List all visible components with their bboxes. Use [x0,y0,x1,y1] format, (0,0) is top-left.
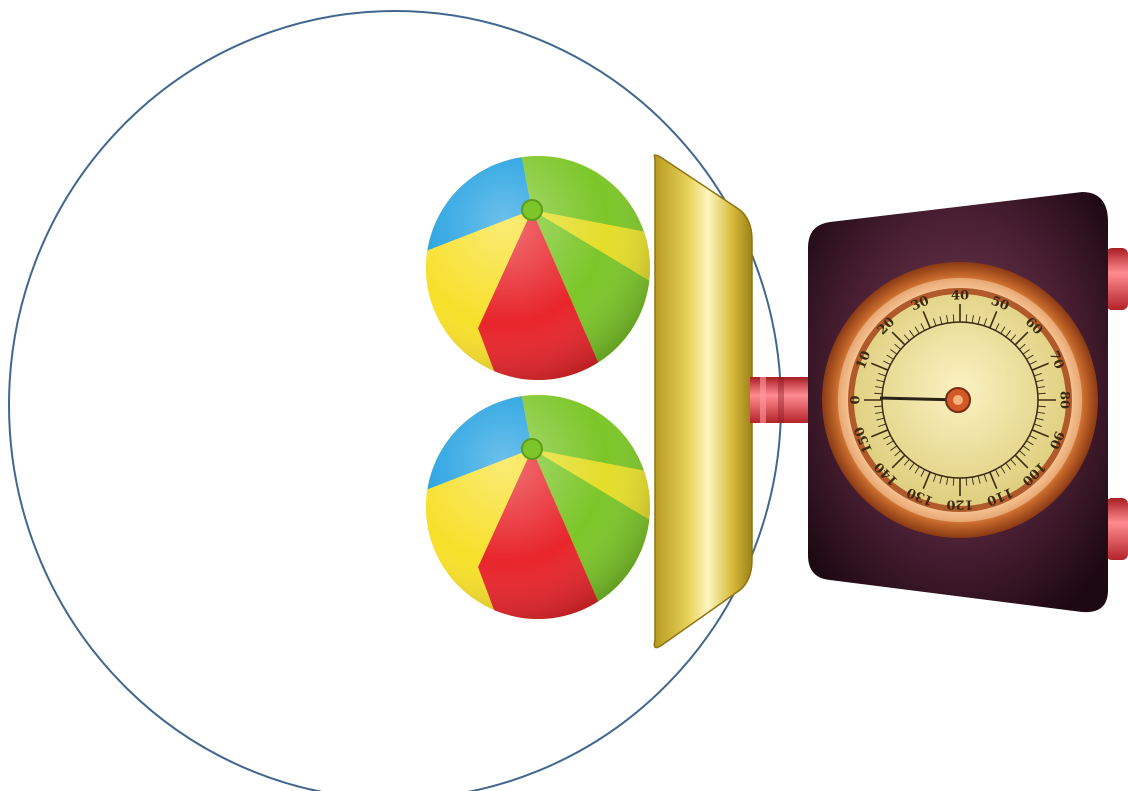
dial-minor-tick [952,314,955,323]
dial-minor-tick [876,417,885,421]
dial-minor-tick [1005,462,1011,470]
dial-minor-tick [995,323,1000,331]
dial-minor-tick [1035,379,1044,383]
dial-minor-tick [903,459,910,466]
dial-minor-tick [1035,417,1044,421]
beach-ball-icon [408,377,678,647]
dial-minor-tick [1026,440,1034,446]
dial-minor-tick [971,476,974,486]
dial-minor-tick [952,477,955,486]
dial-minor-tick [914,466,920,474]
dial-minor-tick [983,474,988,482]
dial-minor-tick [909,330,915,338]
dial-label: 40 [951,289,969,304]
dial-minor-tick [1000,466,1006,474]
dial-minor-tick [1037,405,1046,408]
dial-minor-tick [1019,343,1026,350]
dial-minor-tick [874,392,883,395]
dial-minor-tick [886,354,894,360]
dial-minor-tick [983,318,988,326]
scale-foot [1106,248,1128,310]
dial-minor-tick [932,474,937,482]
dial-minor-tick [1005,330,1011,338]
dial-major-tick [1031,362,1049,371]
dial-major-tick [989,471,998,489]
dial-minor-tick [1000,326,1006,334]
dial-label: 70 [1046,349,1067,371]
dial-label: 10 [854,349,875,371]
dial-minor-tick [971,314,974,324]
dial-label: 0 [849,395,864,404]
dial-minor-tick [946,314,949,324]
dial-minor-tick [1034,423,1042,428]
dial-label: 90 [1046,429,1067,451]
dial-label: 120 [946,497,973,512]
dial-minor-tick [878,423,886,428]
dial-minor-tick [883,360,891,365]
dial-minor-tick [977,475,981,484]
dial-minor-tick [1010,334,1017,341]
dial-minor-tick [874,411,884,414]
dial-major-tick [891,454,906,469]
dial-minor-tick [965,314,968,323]
dial-major-tick [989,311,998,329]
dial-minor-tick [883,435,891,440]
dial-minor-tick [1010,459,1017,466]
dial-minor-tick [876,379,885,383]
dial-major-tick [891,331,906,346]
dial-major-tick [1031,429,1049,438]
dial-major-tick [871,429,889,438]
dial-minor-tick [932,318,937,326]
scale-pan [653,154,753,649]
dial-minor-tick [946,476,949,486]
dial-minor-tick [965,477,968,486]
dial-minor-tick [1029,435,1037,440]
dial-minor-tick [894,450,901,457]
dial-minor-tick [939,475,943,484]
dial-minor-tick [890,445,898,451]
dial-minor-tick [995,469,1000,477]
dial-minor-tick [890,349,898,355]
dial-major-tick [1014,454,1029,469]
dial-minor-tick [886,440,894,446]
dial-minor-tick [939,316,943,325]
dial-minor-tick [1022,349,1030,355]
dial-minor-tick [874,386,884,389]
beach-ball-group [408,138,678,647]
dial-minor-tick [920,323,925,331]
dial-major-tick [871,362,889,371]
dial-minor-tick [903,334,910,341]
dial-minor-tick [1029,360,1037,365]
dial-minor-tick [1019,450,1026,457]
dial-major-tick [922,471,931,489]
dial-minor-tick [894,343,901,350]
dial-minor-tick [1026,354,1034,360]
dial-minor-tick [909,462,915,470]
dial-minor-tick [1022,445,1030,451]
scale-foot [1106,498,1128,560]
dial-minor-tick [914,326,920,334]
dial-minor-tick [1036,411,1046,414]
dial-label: 30 [909,294,931,315]
dial-minor-tick [878,372,886,377]
dial-minor-tick [977,316,981,325]
dial-minor-tick [1034,372,1042,377]
dial-minor-tick [1037,392,1046,395]
dial-label: 80 [1057,391,1072,409]
dial-major-tick [1014,331,1029,346]
dial-minor-tick [874,405,883,408]
dial-minor-tick [920,469,925,477]
dial-major-tick [922,311,931,329]
dial-label: 50 [989,294,1011,315]
dial-minor-tick [1036,386,1046,389]
beach-ball-icon [408,138,678,408]
